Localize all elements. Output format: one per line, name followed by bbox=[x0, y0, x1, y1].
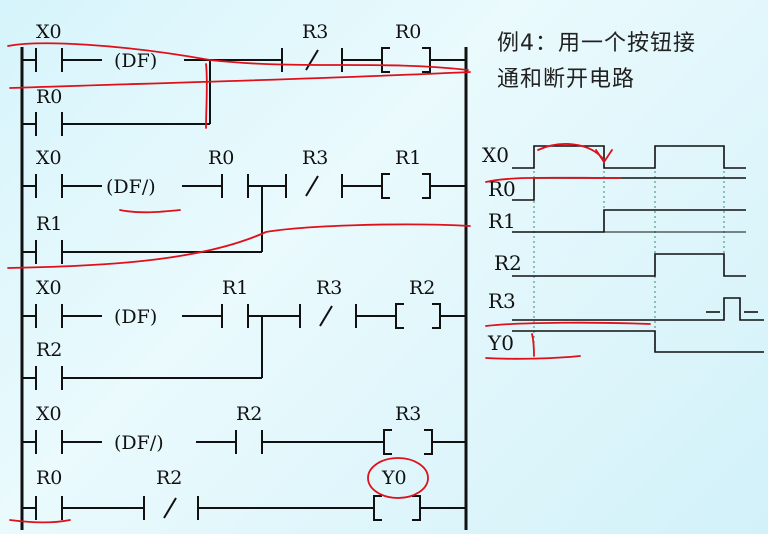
r3-r2-coil-label: R2 bbox=[409, 277, 435, 299]
annotation-stroke-11 bbox=[485, 355, 581, 360]
annotation-stroke-8 bbox=[485, 176, 621, 183]
r5-y0-coil-label: Y0 bbox=[381, 467, 407, 489]
r4-df-label: (DF/) bbox=[114, 432, 164, 454]
r2-r0-label: R0 bbox=[208, 147, 234, 169]
r2-waveform bbox=[512, 253, 746, 277]
rung-3 bbox=[22, 303, 466, 390]
r0-waveform bbox=[512, 177, 746, 201]
r3-branch-label: R2 bbox=[36, 339, 62, 361]
annotation-stroke-3 bbox=[205, 63, 208, 129]
timing-label-x0: X0 bbox=[482, 143, 509, 167]
annotation-stroke-4 bbox=[7, 223, 471, 269]
r3-df-label: (DF) bbox=[114, 306, 157, 328]
rung-4 bbox=[22, 429, 466, 455]
r3-r1-label: R1 bbox=[222, 277, 248, 299]
r4-r3-coil-label: R3 bbox=[395, 403, 421, 425]
r3-r3-label: R3 bbox=[316, 277, 342, 299]
r1-r3-label: R3 bbox=[302, 21, 328, 43]
handwritten-annotations bbox=[7, 42, 651, 524]
annotation-stroke-10 bbox=[531, 333, 535, 357]
annotation-stroke-7 bbox=[595, 149, 613, 164]
timing-label-r3: R3 bbox=[488, 289, 516, 313]
slide-title: 例4：用一个按钮接 通和断开电路 bbox=[497, 26, 767, 98]
timing-label-r1: R1 bbox=[488, 209, 516, 233]
r2-df-label: (DF/) bbox=[106, 176, 156, 198]
r2-r1-coil-label: R1 bbox=[395, 147, 421, 169]
ladder-labels: X0 (DF) R3 R0 R0 X0 (DF/) R0 R3 R1 R1 X0… bbox=[36, 21, 435, 489]
r3-x0-label: X0 bbox=[36, 277, 62, 299]
rung-1 bbox=[22, 47, 466, 136]
r1-branch-label: R0 bbox=[36, 86, 62, 108]
r3-waveform bbox=[512, 297, 764, 321]
timing-labels: X0 R0 R1 R2 R3 Y0 bbox=[482, 143, 522, 355]
r5-r2-label: R2 bbox=[156, 467, 182, 489]
annotation-stroke-12 bbox=[9, 519, 71, 524]
title-line-2: 通和断开电路 bbox=[497, 67, 636, 92]
title-line-1: 例4：用一个按钮接 bbox=[497, 31, 696, 56]
r4-x0-label: X0 bbox=[36, 403, 62, 425]
r2-branch-label: R1 bbox=[36, 213, 62, 235]
timing-diagram bbox=[512, 145, 764, 353]
rung-2 bbox=[22, 173, 466, 264]
rung-5 bbox=[22, 495, 466, 521]
timing-label-y0: Y0 bbox=[487, 331, 514, 355]
y0-circle-annotation bbox=[367, 457, 429, 499]
r1-df-label: (DF) bbox=[114, 50, 157, 72]
r2-r3-label: R3 bbox=[302, 147, 328, 169]
annotation-stroke-1 bbox=[7, 42, 469, 71]
r1-r0-coil-label: R0 bbox=[395, 21, 421, 43]
annotation-stroke-9 bbox=[485, 321, 651, 327]
r4-r2-label: R2 bbox=[236, 403, 262, 425]
r1-x0-label: X0 bbox=[36, 21, 62, 43]
r1-waveform bbox=[512, 209, 746, 233]
y0-waveform bbox=[512, 330, 764, 353]
r5-r0-label: R0 bbox=[36, 467, 62, 489]
annotation-stroke-5 bbox=[119, 209, 181, 214]
ladder-diagram bbox=[20, 47, 468, 530]
annotation-stroke-2 bbox=[9, 71, 471, 89]
x0-waveform bbox=[512, 145, 746, 169]
r2-x0-label: X0 bbox=[36, 147, 62, 169]
timing-label-r2: R2 bbox=[494, 251, 522, 275]
